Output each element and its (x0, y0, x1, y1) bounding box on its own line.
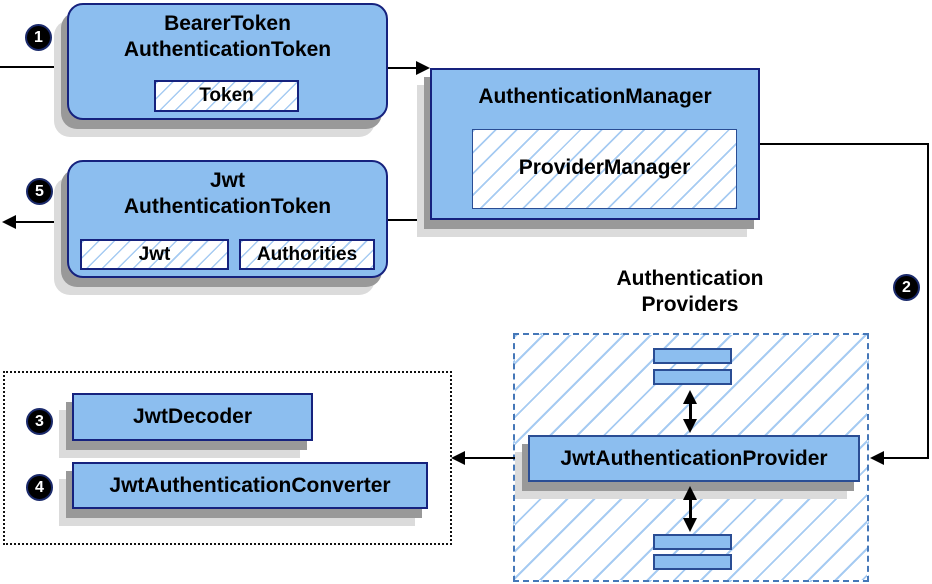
provider-slot-rect-1 (653, 348, 732, 364)
step-3-badge: 3 (26, 408, 53, 435)
step-4-badge: 4 (26, 474, 53, 501)
jwt-authentication-converter-box: JwtAuthenticationConverter (72, 462, 428, 509)
jwt-outgoing-line (12, 221, 68, 223)
manager-to-jwt-line (387, 219, 431, 221)
step-1-badge: 1 (25, 24, 52, 51)
step1-incoming-line (0, 66, 67, 68)
jwt-chip: Jwt (80, 239, 229, 270)
authentication-providers-label-line1: Authentication (616, 267, 764, 290)
provider-stack-arrow-top-shaft (689, 402, 692, 423)
token-chip: Token (154, 80, 299, 112)
provider-manager-chip: ProviderManager (472, 129, 737, 209)
authorities-chip: Authorities (239, 239, 375, 270)
manager-to-provider-line-right (927, 143, 929, 459)
bearer-box-title-line1: BearerToken (164, 12, 291, 35)
jwt-authentication-token-box: Jwt AuthenticationToken Jwt Authorities (67, 160, 388, 278)
provider-stack-arrow-bottom-down-icon (683, 518, 697, 532)
jwt-authentication-provider-box: JwtAuthenticationProvider (528, 435, 860, 482)
provider-slot-rect-2 (653, 369, 732, 385)
manager-to-provider-line-bottom (883, 457, 929, 459)
provider-stack-arrow-bottom-up-icon (683, 486, 697, 500)
jwt-box-title-line2: AuthenticationToken (123, 195, 332, 218)
provider-slot-rect-4 (653, 554, 732, 570)
step-5-badge: 5 (26, 178, 53, 205)
authentication-manager-box: AuthenticationManager ProviderManager (430, 68, 760, 220)
step-2-badge: 2 (893, 274, 920, 301)
jwt-box-title: Jwt AuthenticationToken (69, 162, 386, 220)
authentication-providers-label-line2: Providers (641, 293, 739, 316)
authentication-manager-title: AuthenticationManager (478, 85, 712, 108)
jwt-outgoing-arrowhead-icon (2, 215, 16, 229)
jwt-decoder-box: JwtDecoder (72, 393, 313, 441)
provider-stack-arrow-top-down-icon (683, 419, 697, 433)
bearer-to-manager-arrowhead-icon (416, 61, 430, 75)
bearer-token-authentication-token-box: BearerToken AuthenticationToken Token (67, 3, 388, 120)
provider-slot-rect-3 (653, 534, 732, 550)
provider-to-decoder-arrowhead-icon (451, 451, 465, 465)
bearer-box-title: BearerToken AuthenticationToken (69, 5, 386, 63)
authentication-providers-label: Authentication Providers (560, 266, 820, 318)
provider-inbound-arrowhead-icon (870, 451, 884, 465)
jwt-box-title-line1: Jwt (209, 169, 245, 192)
manager-to-provider-line-top (759, 143, 929, 145)
bearer-to-manager-line (387, 67, 418, 69)
provider-to-decoder-line (464, 457, 529, 459)
bearer-box-title-line2: AuthenticationToken (123, 38, 332, 61)
provider-stack-arrow-top-up-icon (683, 390, 697, 404)
provider-stack-arrow-bottom-shaft (689, 498, 692, 520)
